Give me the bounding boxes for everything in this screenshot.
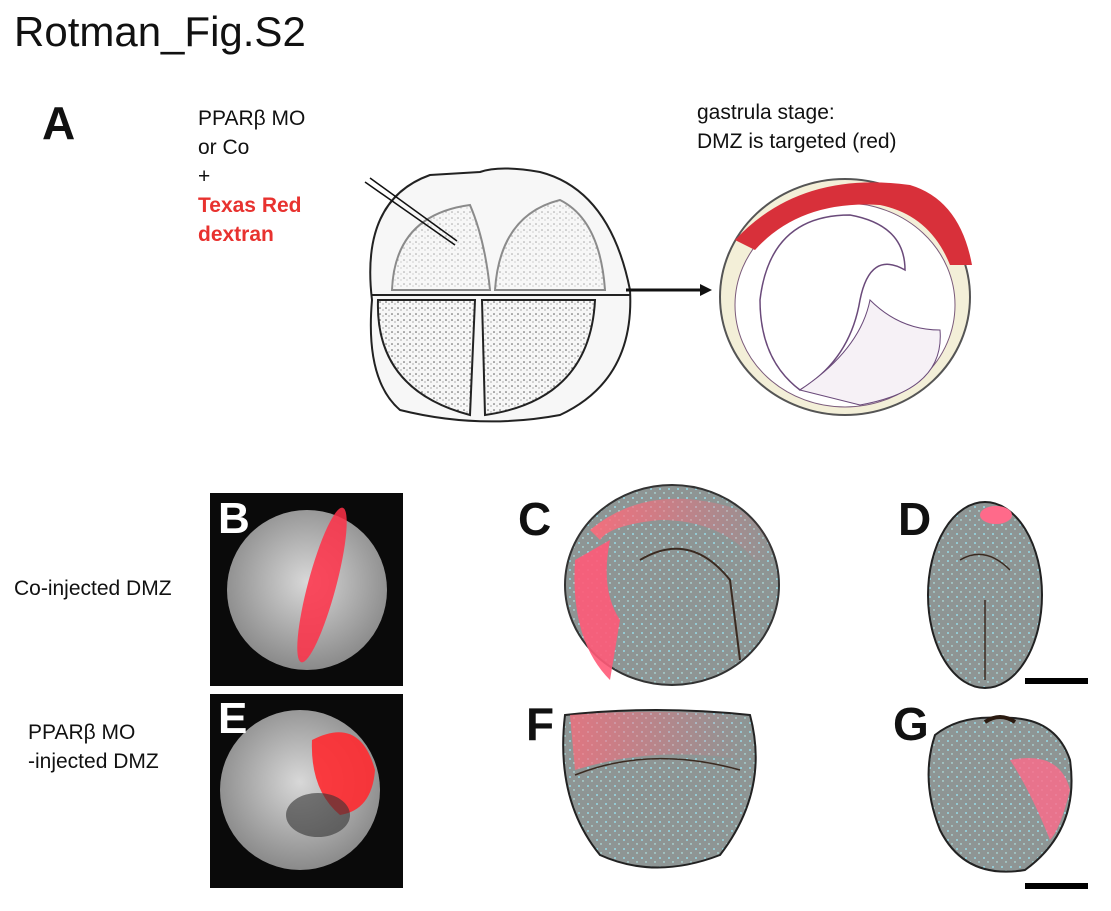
row-label-mo-line-1: PPARβ MO <box>28 721 136 744</box>
scale-bar-top <box>1025 678 1088 684</box>
scale-bar-bottom <box>1025 883 1088 889</box>
injection-line-1: PPARβ MO <box>198 107 306 130</box>
panel-label-g: G <box>893 698 929 750</box>
gastrula-section-drawing <box>719 178 972 416</box>
panel-f-image <box>562 709 757 869</box>
panel-label-a: A <box>42 97 76 149</box>
arrow-icon <box>626 284 712 296</box>
injection-needle-icon <box>364 177 458 246</box>
panel-b-image <box>210 493 403 686</box>
panel-g-image <box>927 715 1073 873</box>
gastrula-line-1: gastrula stage: <box>697 101 835 124</box>
injection-line-2: or Co <box>198 136 250 159</box>
dye-line-2: dextran <box>198 223 274 246</box>
panel-d-image <box>927 501 1043 689</box>
gastrula-label: gastrula stage: DMZ is targeted (red) <box>697 98 897 156</box>
row-label-co: Co-injected DMZ <box>14 577 172 600</box>
gastrula-line-2: DMZ is targeted (red) <box>697 130 897 153</box>
panel-label-f: F <box>526 698 555 750</box>
panel-c-image <box>564 484 780 686</box>
panel-label-e: E <box>218 694 248 743</box>
injection-line-3: + <box>198 165 211 188</box>
panel-label-c: C <box>518 493 552 545</box>
panel-label-b: B <box>218 494 250 543</box>
panel-label-d: D <box>898 493 932 545</box>
injection-label: PPARβ MO or Co + Texas Red dextran <box>198 104 305 249</box>
row-label-mo-line-2: -injected DMZ <box>28 750 159 773</box>
dye-line-1: Texas Red <box>198 194 302 217</box>
row-label-mo: PPARβ MO -injected DMZ <box>28 718 159 776</box>
figure-title: Rotman_Fig.S2 <box>14 8 306 55</box>
panel-e-image <box>210 694 403 888</box>
